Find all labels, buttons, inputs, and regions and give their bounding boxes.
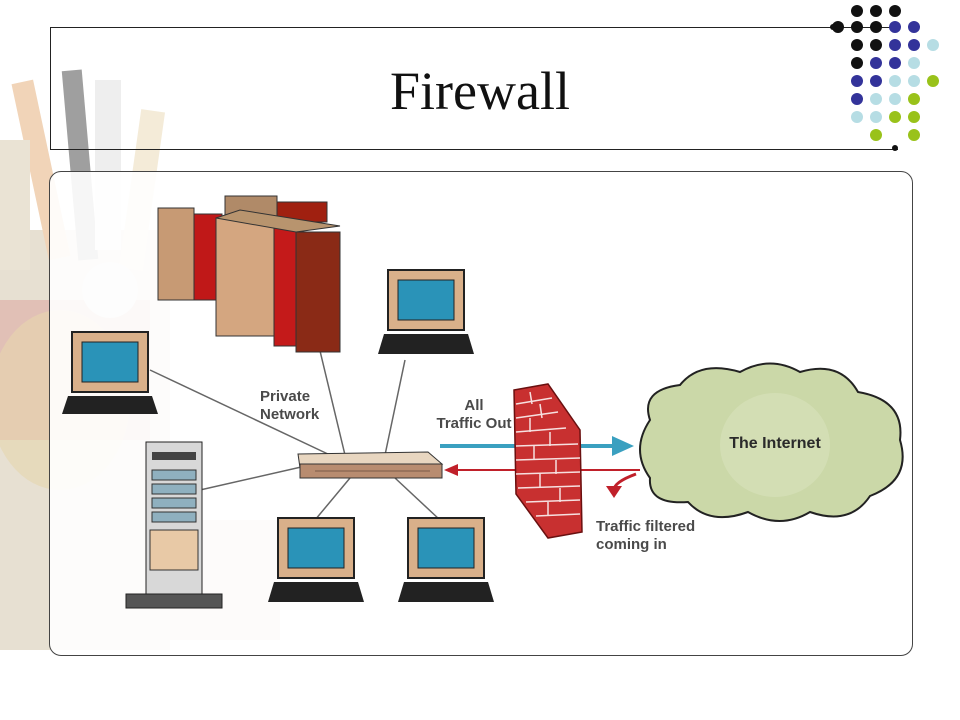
server-cluster-icon [157, 195, 341, 353]
internet-label: The Internet [729, 435, 821, 452]
slide-title: Firewall [390, 61, 570, 121]
computer-icon [62, 331, 158, 414]
internet-cloud-icon [639, 362, 904, 522]
network-hub-icon [297, 451, 444, 479]
tower-server-icon [125, 441, 223, 609]
private-network-label: Private Network [260, 388, 320, 423]
computer-icon [268, 517, 364, 602]
traffic-filtered-label: Traffic filtered coming in [596, 518, 696, 553]
computer-icon [378, 269, 474, 354]
title-frame [50, 27, 898, 150]
firewall-wall-icon [513, 383, 583, 539]
decorative-dot-grid [830, 5, 939, 151]
all-traffic-out-label: All Traffic Out [436, 397, 512, 432]
computer-icon [398, 517, 494, 602]
